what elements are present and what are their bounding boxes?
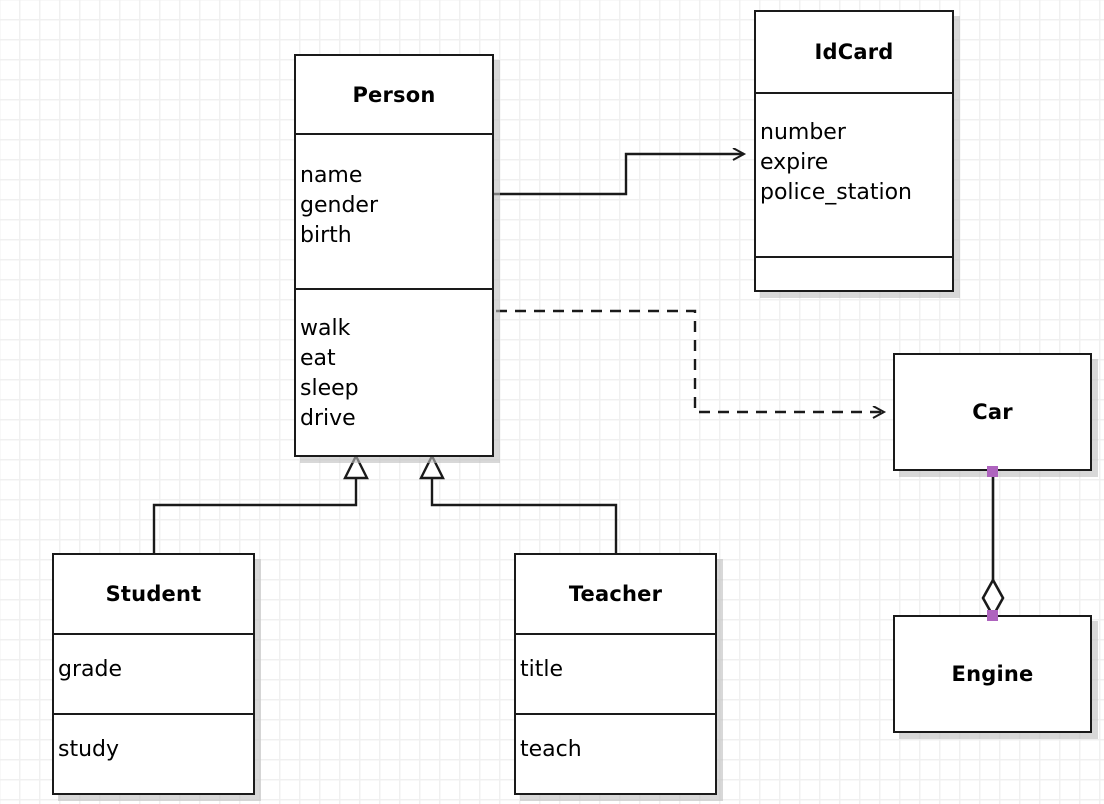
attribute-item: birth <box>300 223 352 248</box>
attribute-item: expire <box>760 150 829 175</box>
method-item: walk <box>300 316 351 341</box>
edge-person-car <box>496 309 884 412</box>
edge-person-idcard <box>494 154 744 196</box>
class-methods-student: study <box>54 713 253 793</box>
class-attributes-teacher: title <box>516 633 715 713</box>
class-title-teacher: Teacher <box>568 582 663 606</box>
connection-handle-car-bottom[interactable] <box>987 466 998 477</box>
attribute-item: police_station <box>760 180 912 205</box>
method-item: teach <box>520 737 582 762</box>
class-attributes-person: name gender birth <box>296 133 492 288</box>
attribute-item: gender <box>300 193 378 218</box>
class-title-car: Car <box>972 400 1013 424</box>
method-item: study <box>58 737 120 762</box>
class-title-student: Student <box>105 582 202 606</box>
connection-handle-engine-top[interactable] <box>987 610 998 621</box>
method-item: sleep <box>300 376 359 401</box>
method-item: drive <box>300 406 356 431</box>
class-title-person: Person <box>352 82 436 107</box>
class-attributes-student: grade <box>54 633 253 713</box>
class-attributes-idcard: number expire police_station <box>756 92 952 256</box>
class-title-engine: Engine <box>951 662 1034 686</box>
class-box-idcard[interactable]: IdCard number expire police_station <box>754 10 954 292</box>
class-box-engine[interactable]: Engine <box>893 615 1092 733</box>
class-box-teacher[interactable]: Teacher title teach <box>514 553 717 795</box>
attribute-item: name <box>300 163 363 188</box>
class-box-student[interactable]: Student grade study <box>52 553 255 795</box>
attribute-item: title <box>520 657 564 682</box>
class-methods-idcard <box>756 256 952 290</box>
class-box-person[interactable]: Person name gender birth walk eat sleep … <box>294 54 494 457</box>
method-item: eat <box>300 346 336 371</box>
class-methods-teacher: teach <box>516 713 715 793</box>
edge-teacher-person <box>419 453 618 553</box>
attribute-item: number <box>760 120 846 145</box>
edge-car-engine <box>981 473 1005 619</box>
edge-student-person <box>152 453 369 553</box>
attribute-item: grade <box>58 657 122 682</box>
class-box-car[interactable]: Car <box>893 353 1092 471</box>
class-methods-person: walk eat sleep drive <box>296 288 492 455</box>
class-title-idcard: IdCard <box>814 40 894 64</box>
